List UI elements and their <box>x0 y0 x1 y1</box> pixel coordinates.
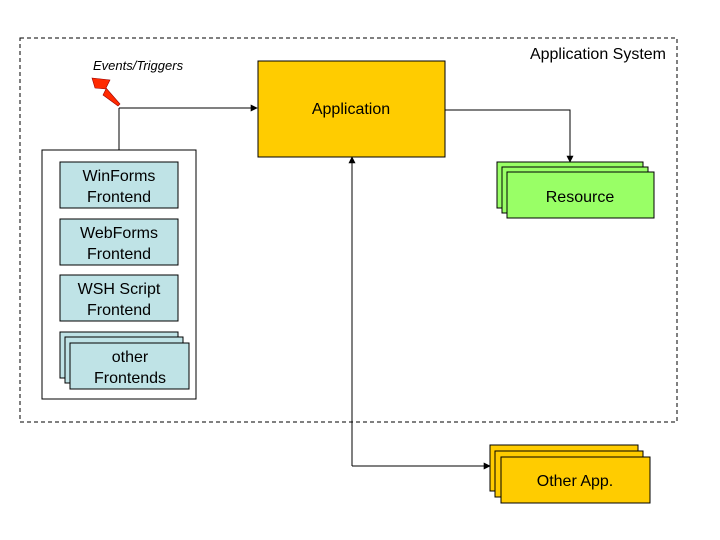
frontend-other-line1: other <box>112 349 149 366</box>
frontend-webforms[interactable]: WebForms Frontend <box>59 218 179 266</box>
frontend-other-stack[interactable]: other Frontends <box>59 331 190 390</box>
resource-card-front <box>506 171 655 219</box>
frontend-winforms-line1: WinForms <box>83 168 156 185</box>
other-app-stack[interactable]: Other App. <box>489 444 651 504</box>
frontend-winforms[interactable]: WinForms Frontend <box>59 161 179 209</box>
application-label: Application <box>312 101 390 118</box>
other-app-card-front <box>500 456 651 504</box>
other-frontend-card-front <box>69 342 190 390</box>
application-box[interactable]: Application <box>257 60 446 158</box>
events-triggers-label: Events/Triggers <box>93 58 184 73</box>
frontend-wsh-line2: Frontend <box>87 302 151 319</box>
resource-stack[interactable]: Resource <box>496 161 655 219</box>
lightning-bolt-icon <box>91 77 121 107</box>
frontend-wsh-line1: WSH Script <box>78 281 161 298</box>
application-system-title: Application System <box>530 46 666 63</box>
application-to-resource-arrow <box>445 109 574 163</box>
frontend-wsh-script[interactable]: WSH Script Frontend <box>59 274 179 322</box>
application-system-boundary <box>19 37 678 423</box>
other-app-label: Other App. <box>537 473 614 490</box>
resource-label: Resource <box>546 189 615 206</box>
frontend-winforms-line2: Frontend <box>87 189 151 206</box>
frontend-webforms-line1: WebForms <box>80 225 158 242</box>
frontend-webforms-line2: Frontend <box>87 246 151 263</box>
frontend-other-line2: Frontends <box>94 370 166 387</box>
